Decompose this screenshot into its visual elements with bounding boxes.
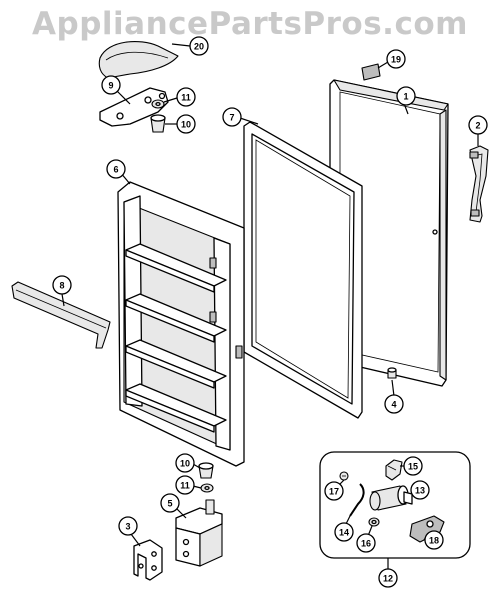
part-hinge-bracket <box>133 539 163 581</box>
callout-12: 12 <box>378 568 398 588</box>
callout-15: 15 <box>403 456 423 476</box>
part-top-hinge-cover <box>98 41 179 79</box>
svg-text:13: 13 <box>415 486 425 496</box>
svg-text:8: 8 <box>59 281 64 291</box>
callout-4: 4 <box>384 394 404 414</box>
leader-8 <box>61 293 65 307</box>
svg-text:10: 10 <box>180 459 190 469</box>
callout-8: 8 <box>52 275 72 295</box>
callout-5: 5 <box>160 493 180 513</box>
part-washer-bottom <box>200 483 214 493</box>
svg-text:15: 15 <box>408 462 418 472</box>
part-nut <box>368 517 380 527</box>
callout-18: 18 <box>424 530 444 550</box>
watermark-logo: AppliancePartsPros.com <box>32 6 468 42</box>
callout-1: 1 <box>396 86 416 106</box>
callout-3: 3 <box>118 516 138 536</box>
leader-11a <box>163 97 178 103</box>
svg-text:6: 6 <box>113 165 118 175</box>
part-inner-door-liner <box>117 181 245 467</box>
kit-group-box <box>319 451 471 559</box>
callout-19: 19 <box>386 49 406 69</box>
leader-14 <box>345 515 351 525</box>
svg-text:4: 4 <box>391 400 396 410</box>
svg-text:9: 9 <box>108 81 113 91</box>
svg-text:1: 1 <box>403 92 408 102</box>
svg-text:11: 11 <box>181 93 191 103</box>
svg-text:14: 14 <box>339 528 349 538</box>
callout-10-bottom: 10 <box>175 453 195 473</box>
part-door-gasket <box>243 121 363 419</box>
callout-16: 16 <box>356 533 376 553</box>
svg-text:10: 10 <box>181 120 191 130</box>
part-plug <box>387 367 397 379</box>
svg-text:18: 18 <box>429 536 439 546</box>
svg-text:11: 11 <box>180 481 190 491</box>
part-door-handle <box>469 145 489 223</box>
part-mounting-plate <box>409 515 445 543</box>
leader-17 <box>339 479 345 485</box>
svg-text:20: 20 <box>194 42 204 52</box>
leader-7 <box>239 117 259 125</box>
svg-text:7: 7 <box>229 113 234 123</box>
part-wire-spring <box>349 483 365 517</box>
svg-text:3: 3 <box>125 522 130 532</box>
part-bushing-bottom <box>198 462 214 479</box>
leader-4 <box>391 379 395 397</box>
callout-11-bottom: 11 <box>175 475 195 495</box>
callout-20: 20 <box>189 36 209 56</box>
callout-2: 2 <box>468 115 488 135</box>
part-switch-cylinder <box>369 485 413 511</box>
part-label-plate <box>361 63 381 81</box>
part-screw <box>339 471 349 481</box>
part-upper-hinge <box>99 87 169 127</box>
svg-text:12: 12 <box>383 574 393 584</box>
leader-19 <box>377 61 389 69</box>
callout-13: 13 <box>410 480 430 500</box>
svg-text:16: 16 <box>361 539 371 549</box>
svg-text:2: 2 <box>475 121 480 131</box>
callout-17: 17 <box>324 481 344 501</box>
part-trim-strip <box>11 281 111 349</box>
part-bushing-top <box>150 114 166 133</box>
callout-9: 9 <box>101 75 121 95</box>
part-clip <box>385 459 403 481</box>
callout-10-top: 10 <box>176 114 196 134</box>
svg-text:17: 17 <box>329 487 339 497</box>
svg-text:19: 19 <box>391 55 401 65</box>
part-washer-top <box>151 99 165 109</box>
callout-7: 7 <box>222 107 242 127</box>
part-lower-hinge <box>175 499 223 567</box>
svg-text:5: 5 <box>167 499 172 509</box>
leader-9 <box>115 89 131 105</box>
callout-14: 14 <box>334 522 354 542</box>
callout-11-top: 11 <box>176 87 196 107</box>
leader-20 <box>171 43 191 47</box>
callout-6: 6 <box>106 159 126 179</box>
